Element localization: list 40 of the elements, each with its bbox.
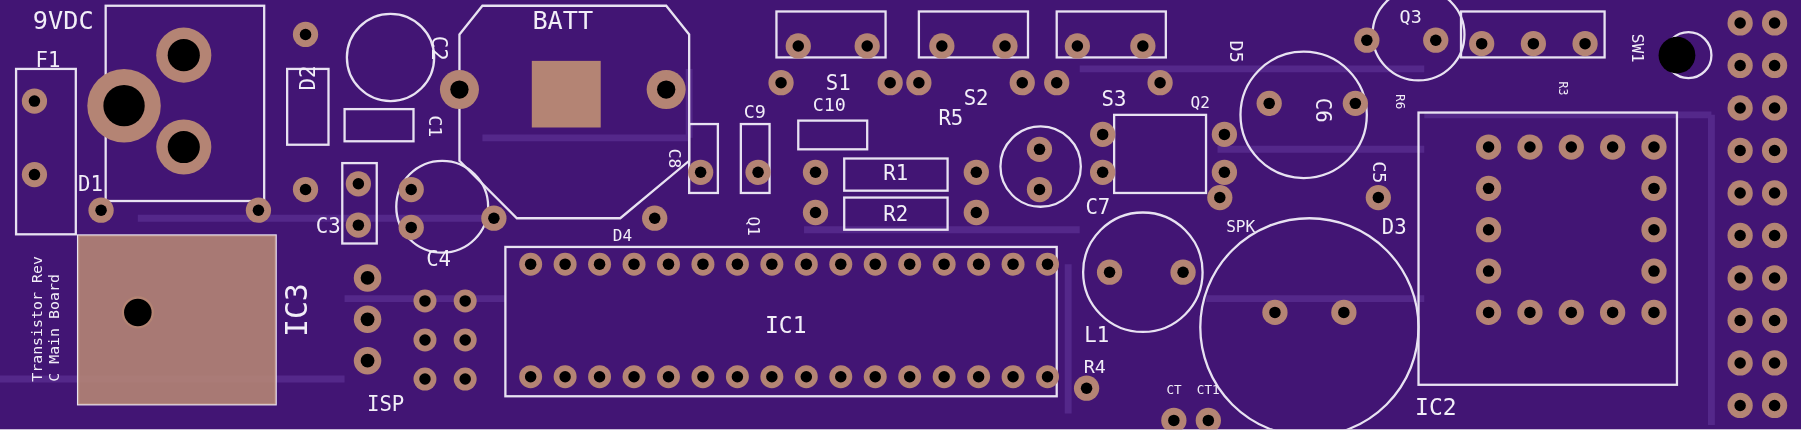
component-label: C6 <box>1312 97 1334 123</box>
component-label: R6 <box>1392 93 1406 109</box>
component-label: 9VDC <box>32 8 94 34</box>
component-label: R1 <box>883 163 909 184</box>
component-label: IC2 <box>1415 395 1457 419</box>
component-label: C10 <box>812 96 846 115</box>
component-label: IC3 <box>281 283 312 338</box>
component-label: C5 <box>1369 161 1388 184</box>
component-label: R5 <box>938 107 964 129</box>
component-label: D3 <box>1381 217 1407 238</box>
component-label: F1 <box>35 49 61 71</box>
component-label: IC1 <box>764 313 807 337</box>
component-label: D5 <box>1225 40 1245 63</box>
component-label: D4 <box>612 227 633 244</box>
component-label: D1 <box>78 173 103 195</box>
component-label: S2 <box>963 87 989 108</box>
board-note: Transistor Rev C Main Board <box>28 255 63 382</box>
component-label: Q3 <box>1399 8 1422 27</box>
component-label: R4 <box>1083 358 1106 377</box>
component-label: C2 <box>428 35 449 61</box>
component-label: Q2 <box>1190 94 1210 111</box>
component-label: C4 <box>426 249 452 270</box>
component-label: BATT <box>532 8 594 34</box>
component-label: C8 <box>666 148 683 169</box>
component-label: S3 <box>1101 88 1127 110</box>
component-label: C3 <box>315 215 341 237</box>
component-label: CT <box>1166 383 1182 396</box>
component-label: SPK <box>1226 218 1256 235</box>
component-label: ISP <box>367 393 405 415</box>
component-label: L1 <box>1084 325 1110 346</box>
component-label: SW1 <box>1628 33 1645 63</box>
component-label: C7 <box>1085 196 1111 218</box>
component-label: R3 <box>1556 81 1568 96</box>
component-label: R2 <box>883 203 909 224</box>
component-label: Q1 <box>745 216 762 236</box>
component-label: C1 <box>425 115 444 138</box>
component-label: C9 <box>743 103 766 122</box>
component-label: D2 <box>297 65 318 91</box>
component-label: CT1 <box>1196 383 1220 396</box>
component-label: S1 <box>825 72 851 94</box>
